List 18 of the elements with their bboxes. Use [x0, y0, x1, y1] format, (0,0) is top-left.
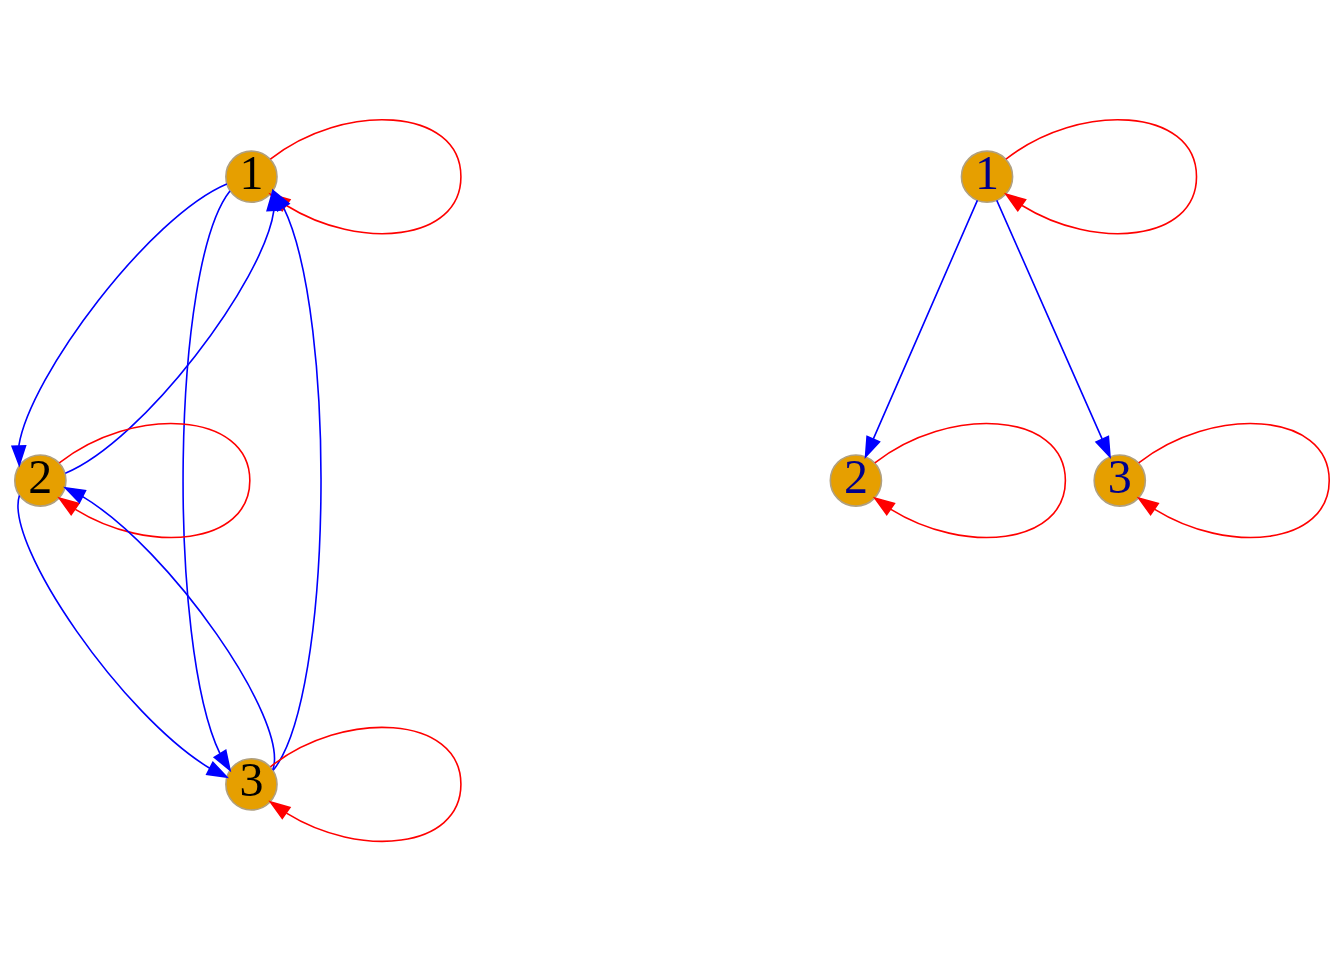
node-circle: 3: [1093, 453, 1147, 507]
arrow: [1004, 118, 1198, 234]
node-circle: 1: [225, 149, 278, 203]
arrow: [996, 199, 1111, 459]
node-circle: 2: [13, 453, 67, 507]
arrow: [57, 422, 251, 538]
arrow: [864, 199, 979, 459]
node-circle: 3: [225, 757, 278, 811]
arrow: [63, 486, 276, 771]
arrow: [182, 189, 232, 772]
arrow: [17, 494, 230, 778]
arrow: [272, 188, 322, 771]
node-circle: 1: [960, 149, 1014, 203]
arrow: [10, 182, 228, 468]
arrow: [1136, 422, 1331, 538]
node-circle: 2: [829, 453, 883, 507]
arrow: [268, 726, 462, 842]
arrow: [872, 422, 1067, 538]
